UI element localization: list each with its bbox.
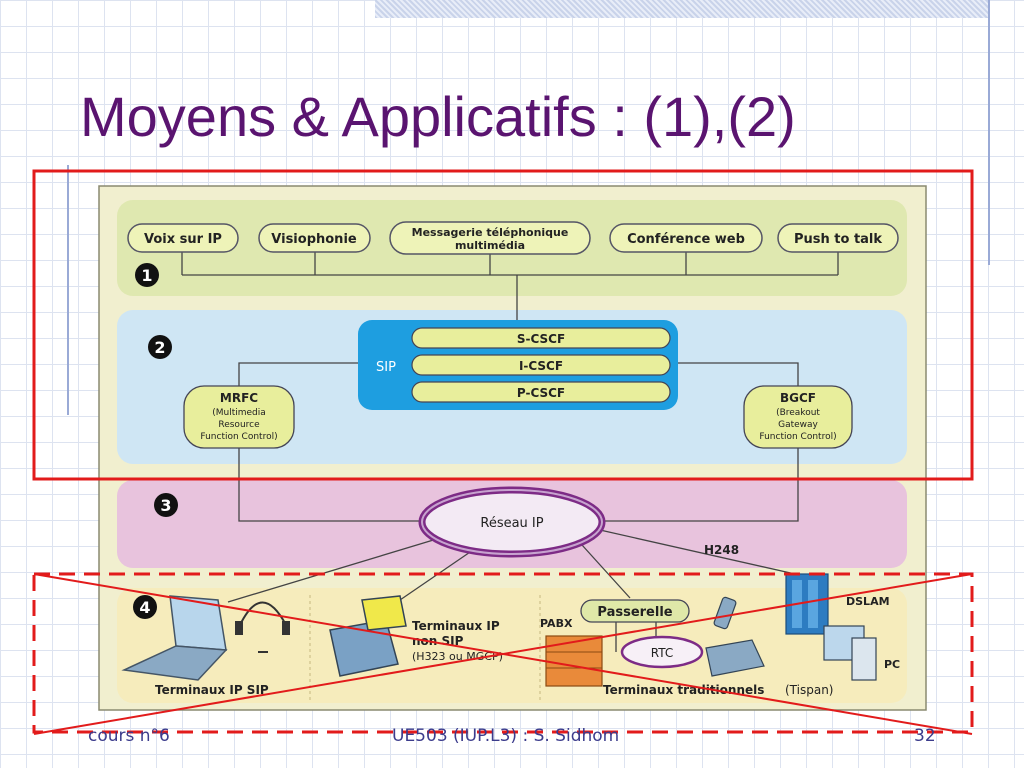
pc-icon (823, 625, 877, 681)
layer-1-badge (135, 263, 159, 287)
cross-line-2 (33, 573, 973, 735)
footer-course-code: UE503 (IUP.L3) : S. Sidhom (392, 726, 620, 746)
app-pill-conference (609, 223, 763, 253)
passerelle-label: Passerelle (597, 605, 672, 620)
bgcf-node (743, 385, 853, 449)
terminaux-ip-non-sip-label-3: (H323 ou MGCP) (412, 650, 503, 663)
layer-4-badge (133, 595, 157, 619)
terminaux-ip-sip-label: Terminaux IP SIP (155, 683, 269, 697)
right-decor-line (988, 0, 990, 265)
layer-1-number: 1 (141, 266, 152, 285)
bgcf-name: BGCF (780, 391, 816, 405)
bgcf-desc-2: Gateway (778, 420, 818, 430)
pabx-icon (545, 635, 603, 687)
i-cscf-pill (411, 354, 671, 376)
mrfc-desc-1: (Multimedia (212, 408, 266, 418)
terminaux-ip-non-sip-label-1: Terminaux IP (412, 619, 500, 633)
layer-2-badge (148, 335, 172, 359)
mrfc-desc-3: Function Control) (200, 432, 277, 442)
reseau-ip-label: Réseau IP (480, 516, 543, 531)
app-pill-visiophonie (258, 223, 371, 253)
app-messagerie-label-1: Messagerie téléphonique (412, 226, 569, 239)
excluded-box-layer-4 (32, 572, 974, 734)
i-cscf-label: I-CSCF (519, 359, 563, 373)
footer-page-number: 32 (914, 726, 936, 746)
layer-3-number: 3 (160, 496, 171, 515)
app-pill-push-to-talk (777, 223, 899, 253)
desk-phone-icon (705, 639, 765, 677)
reseau-ip-ring-highlight (421, 489, 603, 555)
terminaux-traditionnels-label: Terminaux traditionnels (603, 683, 764, 697)
dslam-label: DSLAM (846, 595, 890, 608)
slide-title: Moyens & Applicatifs : (1),(2) (80, 85, 796, 148)
top-decorative-band (375, 0, 990, 18)
tispan-label: (Tispan) (785, 683, 834, 697)
s-cscf-label: S-CSCF (517, 332, 565, 346)
laptop-icon (121, 595, 228, 681)
app-pill-messagerie (389, 221, 591, 255)
layer-4-number: 4 (139, 598, 150, 617)
footer-course: cours n°6 (88, 726, 170, 746)
pc-label: PC (884, 658, 900, 671)
app-messagerie-label-2: multimédia (455, 239, 525, 252)
left-decor-line (67, 165, 69, 415)
layer-3-badge (154, 493, 178, 517)
app-conference-label: Conférence web (627, 232, 745, 247)
bgcf-desc-3: Function Control) (759, 432, 836, 442)
layer-number-badges: 1 2 3 4 (133, 263, 178, 619)
app-pill-voix-ip (127, 223, 239, 253)
connection-lines (181, 250, 839, 652)
p-cscf-pill (411, 381, 671, 403)
p-cscf-label: P-CSCF (517, 386, 565, 400)
passerelle-pill (580, 599, 690, 623)
app-voix-ip-label: Voix sur IP (144, 232, 222, 247)
highlight-box-layers-1-2 (32, 169, 974, 481)
application-pills: Voix sur IP Visiophonie Messagerie télép… (127, 221, 899, 255)
bgcf-desc-1: (Breakout (776, 408, 820, 418)
mrfc-node (183, 385, 295, 449)
mrfc-desc-2: Resource (218, 420, 260, 430)
sip-label: SIP (376, 360, 396, 375)
rtc-label: RTC (651, 646, 673, 660)
mrfc-name: MRFC (220, 391, 258, 405)
app-visiophonie-label: Visiophonie (271, 232, 357, 247)
layer-4-band (117, 588, 907, 703)
s-cscf-pill (411, 327, 671, 349)
h248-label: H248 (704, 543, 739, 557)
pabx-label: PABX (540, 617, 573, 630)
app-push-to-talk-label: Push to talk (794, 232, 882, 247)
rtc-ring (620, 635, 704, 669)
layer-2-number: 2 (154, 338, 165, 357)
